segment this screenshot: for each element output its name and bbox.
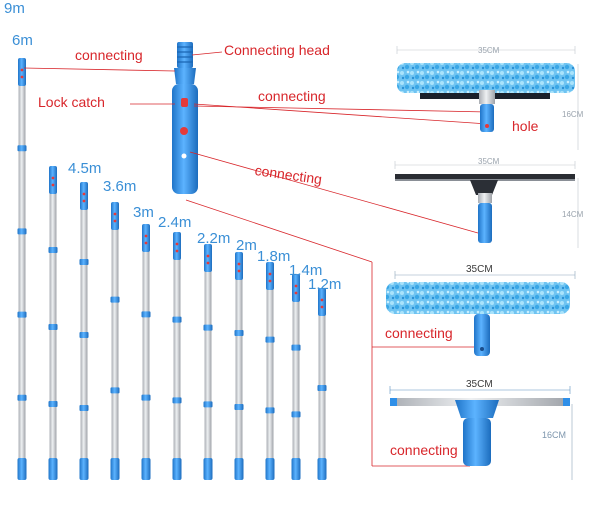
telescopic-poles	[17, 58, 327, 480]
pole-3m	[141, 224, 151, 480]
lock-catch-label: Lock catch	[38, 94, 105, 110]
window-washer-2	[386, 271, 576, 356]
pole-length-label: 9m	[4, 0, 25, 17]
connector-lines	[23, 51, 489, 467]
hole-label: hole	[512, 118, 539, 134]
pole-length-label: 6m	[12, 32, 33, 49]
pole-length-label: 2.4m	[158, 214, 192, 231]
connecting-label-top: connecting	[75, 47, 143, 63]
pole-1.2m	[317, 288, 327, 480]
window-squeegee-2	[389, 386, 573, 480]
pole-1.4m	[291, 274, 301, 480]
connecting-label-washer2: connecting	[385, 325, 453, 341]
pole-length-label: 2m	[236, 237, 257, 254]
washer1-width: 35CM	[478, 46, 500, 55]
pole-3.6m	[110, 202, 120, 480]
connecting-head-label: Connecting head	[224, 42, 330, 58]
connector-head	[172, 42, 198, 194]
washer2-width: 35CM	[466, 264, 493, 275]
pole-length-label: 1.8m	[257, 248, 291, 265]
connecting-label-bottom: connecting	[390, 442, 458, 458]
pole-length-label: 4.5m	[68, 160, 102, 177]
pole-length-label: 3.6m	[103, 178, 137, 195]
pole-length-label: 1.4m	[289, 262, 323, 279]
connecting-label-mid: connecting	[258, 88, 326, 104]
squeegee2-width: 35CM	[466, 379, 493, 390]
window-washer-1	[396, 46, 579, 150]
pole-length-label: 2.2m	[197, 230, 231, 247]
squeegee-width: 35CM	[478, 157, 500, 166]
pole-9m	[17, 58, 27, 480]
pole-length-label: 1.2m	[308, 276, 342, 293]
pole-6m	[48, 166, 58, 480]
window-squeegee	[394, 161, 579, 248]
pole-2.2m	[203, 244, 213, 480]
pole-2m	[234, 252, 244, 480]
washer1-height: 16CM	[562, 110, 584, 119]
pole-length-label: 3m	[133, 204, 154, 221]
squeegee-height: 14CM	[562, 210, 584, 219]
pole-1.8m	[265, 262, 275, 480]
pole-4.5m	[79, 182, 89, 480]
squeegee2-height: 16CM	[542, 430, 567, 440]
pole-2.4m	[172, 232, 182, 480]
